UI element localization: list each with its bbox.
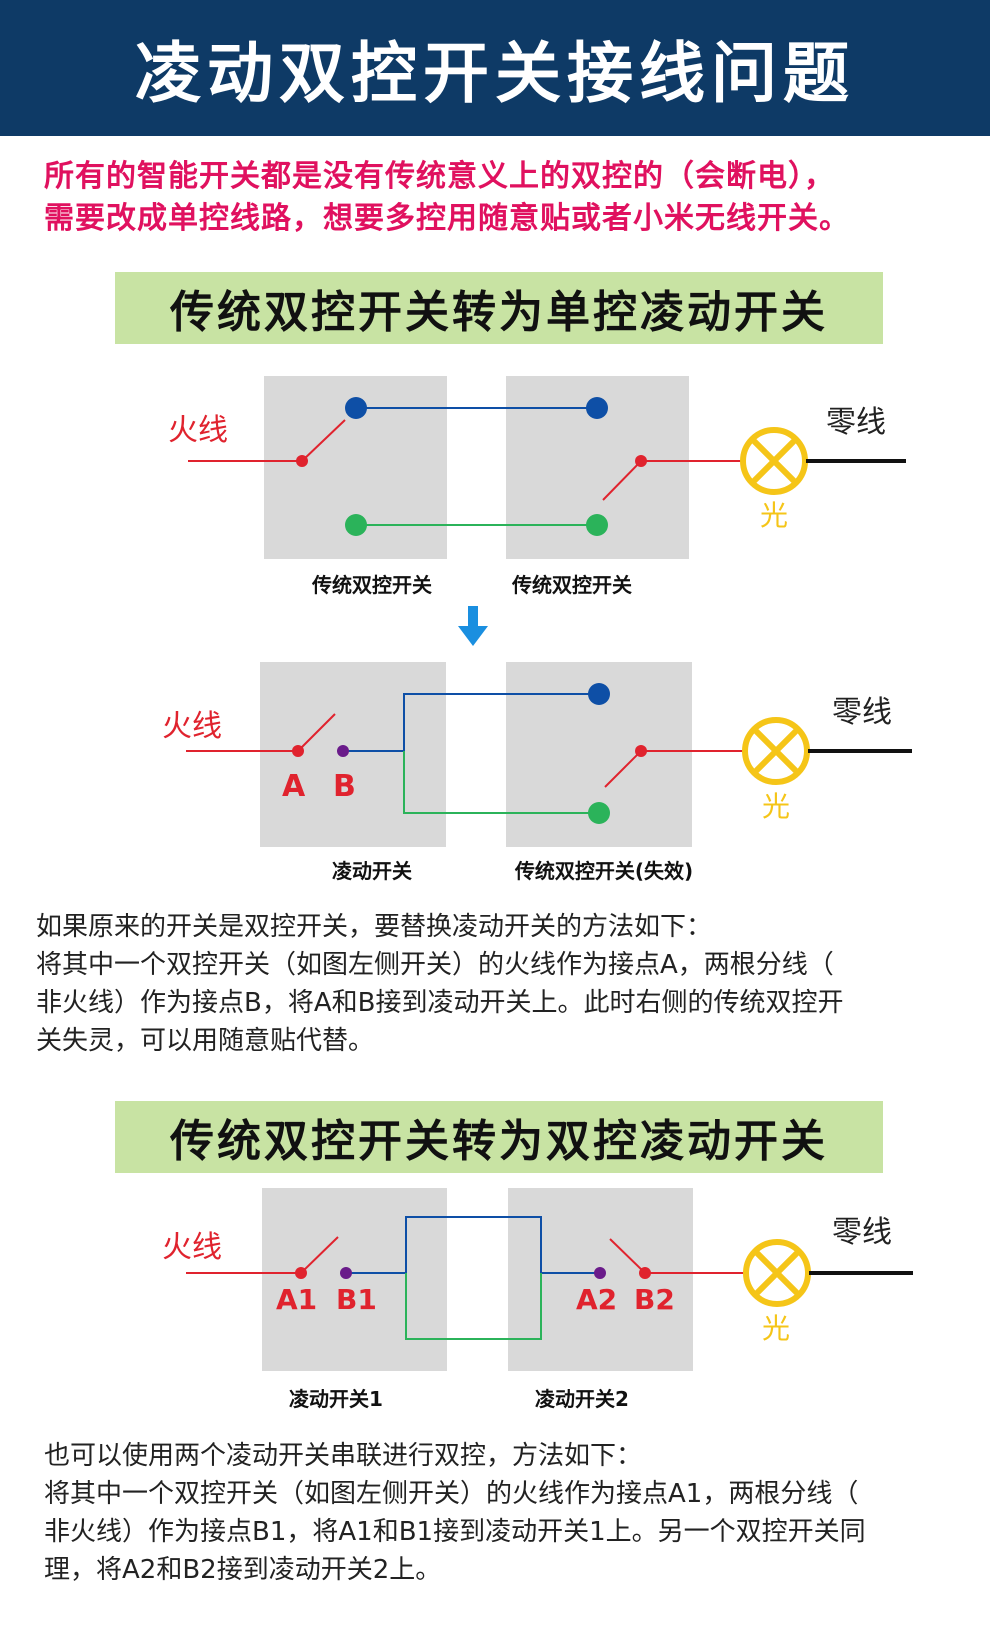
point-a2-label: A2 [576,1283,617,1316]
live-label: 火线 [162,1230,222,1265]
blue-terminal [588,683,610,705]
link-wire-green [405,1273,542,1340]
neutral-label: 零线 [832,695,892,730]
switch-lever-a1 [300,1236,339,1274]
green-terminal-left [345,514,367,536]
down-arrow-icon [458,606,488,646]
section1-description: 如果原来的开关是双控开关，要替换凌动开关的方法如下： 将其中一个双控开关（如图左… [36,908,966,1060]
traveler-wire-green [403,751,599,814]
link-wire-blue [346,1216,600,1274]
section1-desc-line-1: 如果原来的开关是双控开关，要替换凌动开关的方法如下： [36,912,713,942]
smart-switch-1-caption: 凌动开关1 [289,1387,383,1411]
section2-desc-line-3: 非火线）作为接点B1，将A1和B1接到凌动开关1上。另一个双控开关同 [44,1517,866,1547]
blue-terminal-left [345,397,367,419]
section1-desc-line-4: 关失灵，可以用随意贴代替。 [36,1026,375,1056]
notice-text: 所有的智能开关都是没有传统意义上的双控的（会断电）， 需要改成单控线路，想要多控… [44,156,964,240]
page-header: 凌动双控开关接线问题 [0,0,990,136]
lamp-label: 光 [762,790,790,823]
section2-desc-line-1: 也可以使用两个凌动开关串联进行双控，方法如下： [44,1441,643,1471]
switch-lever-right [602,460,642,501]
point-b-label: B [333,769,356,804]
section2-description: 也可以使用两个凌动开关串联进行双控，方法如下： 将其中一个双控开关（如图左侧开关… [44,1437,969,1589]
notice-line-2: 需要改成单控线路，想要多控用随意贴或者小米无线开关。 [44,201,850,236]
smart-switch-caption: 凌动开关 [332,859,412,883]
terminal-a1 [295,1267,307,1279]
notice-line-1: 所有的智能开关都是没有传统意义上的双控的（会断电）， [44,159,835,194]
lamp-icon [743,1239,811,1307]
switch-lever-left [301,419,346,462]
lamp-label: 光 [760,499,788,532]
switch-lever-right [604,750,642,788]
switch-lever-b2 [609,1238,646,1274]
lamp-label: 光 [762,1312,790,1345]
live-terminal-left [296,455,308,467]
point-a-label: A [282,769,306,804]
switch-lever-a [297,713,336,752]
point-b1-label: B1 [336,1283,377,1316]
terminal-a [292,745,304,757]
point-b2-label: B2 [634,1283,675,1316]
terminal-b1 [340,1267,352,1279]
traditional-switch-caption: 传统双控开关(失效) [514,859,693,883]
live-label: 火线 [168,413,228,448]
smart-switch-1-panel [262,1188,447,1371]
section1-heading: 传统双控开关转为单控凌动开关 [115,272,883,344]
section2-heading: 传统双控开关转为双控凌动开关 [115,1101,883,1173]
point-a1-label: A1 [276,1283,317,1316]
lamp-icon [740,427,808,495]
section2-desc-line-2: 将其中一个双控开关（如图左侧开关）的火线作为接点A1，两根分线（ [44,1479,859,1509]
smart-switch-panel [260,662,446,847]
switch-left-caption: 传统双控开关 [311,573,432,597]
neutral-label: 零线 [832,1215,892,1250]
green-terminal [588,802,610,824]
section2-diagram: 火线 零线 光 A1 B1 A2 B2 凌动开关1 凌动开关2 [162,1188,913,1411]
section1-desc-line-2: 将其中一个双控开关（如图左侧开关）的火线作为接点A，两根分线（ [36,950,834,980]
section2-desc-line-4: 理，将A2和B2接到凌动开关2上。 [44,1555,442,1585]
switch-right-caption: 传统双控开关 [511,573,632,597]
smart-switch-2-panel [508,1188,693,1371]
live-label: 火线 [162,709,222,744]
lamp-icon [742,717,810,785]
smart-switch-2-caption: 凌动开关2 [535,1387,629,1411]
page-title: 凌动双控开关接线问题 [135,35,855,112]
blue-terminal-right [586,397,608,419]
traveler-wire-blue [343,693,599,752]
section1-top-diagram: 火线 零线 光 传统双控开关 传统双控开关 [168,376,906,597]
neutral-label: 零线 [826,405,886,440]
section1-desc-line-3: 非火线）作为接点B，将A和B接到凌动开关上。此时右侧的传统双控开 [36,988,844,1018]
terminal-a2 [594,1267,606,1279]
green-terminal-right [586,514,608,536]
section1-bottom-diagram: 火线 零线 光 A B 凌动开关 传统双控开关(失效) [162,662,912,883]
terminal-b [337,745,349,757]
